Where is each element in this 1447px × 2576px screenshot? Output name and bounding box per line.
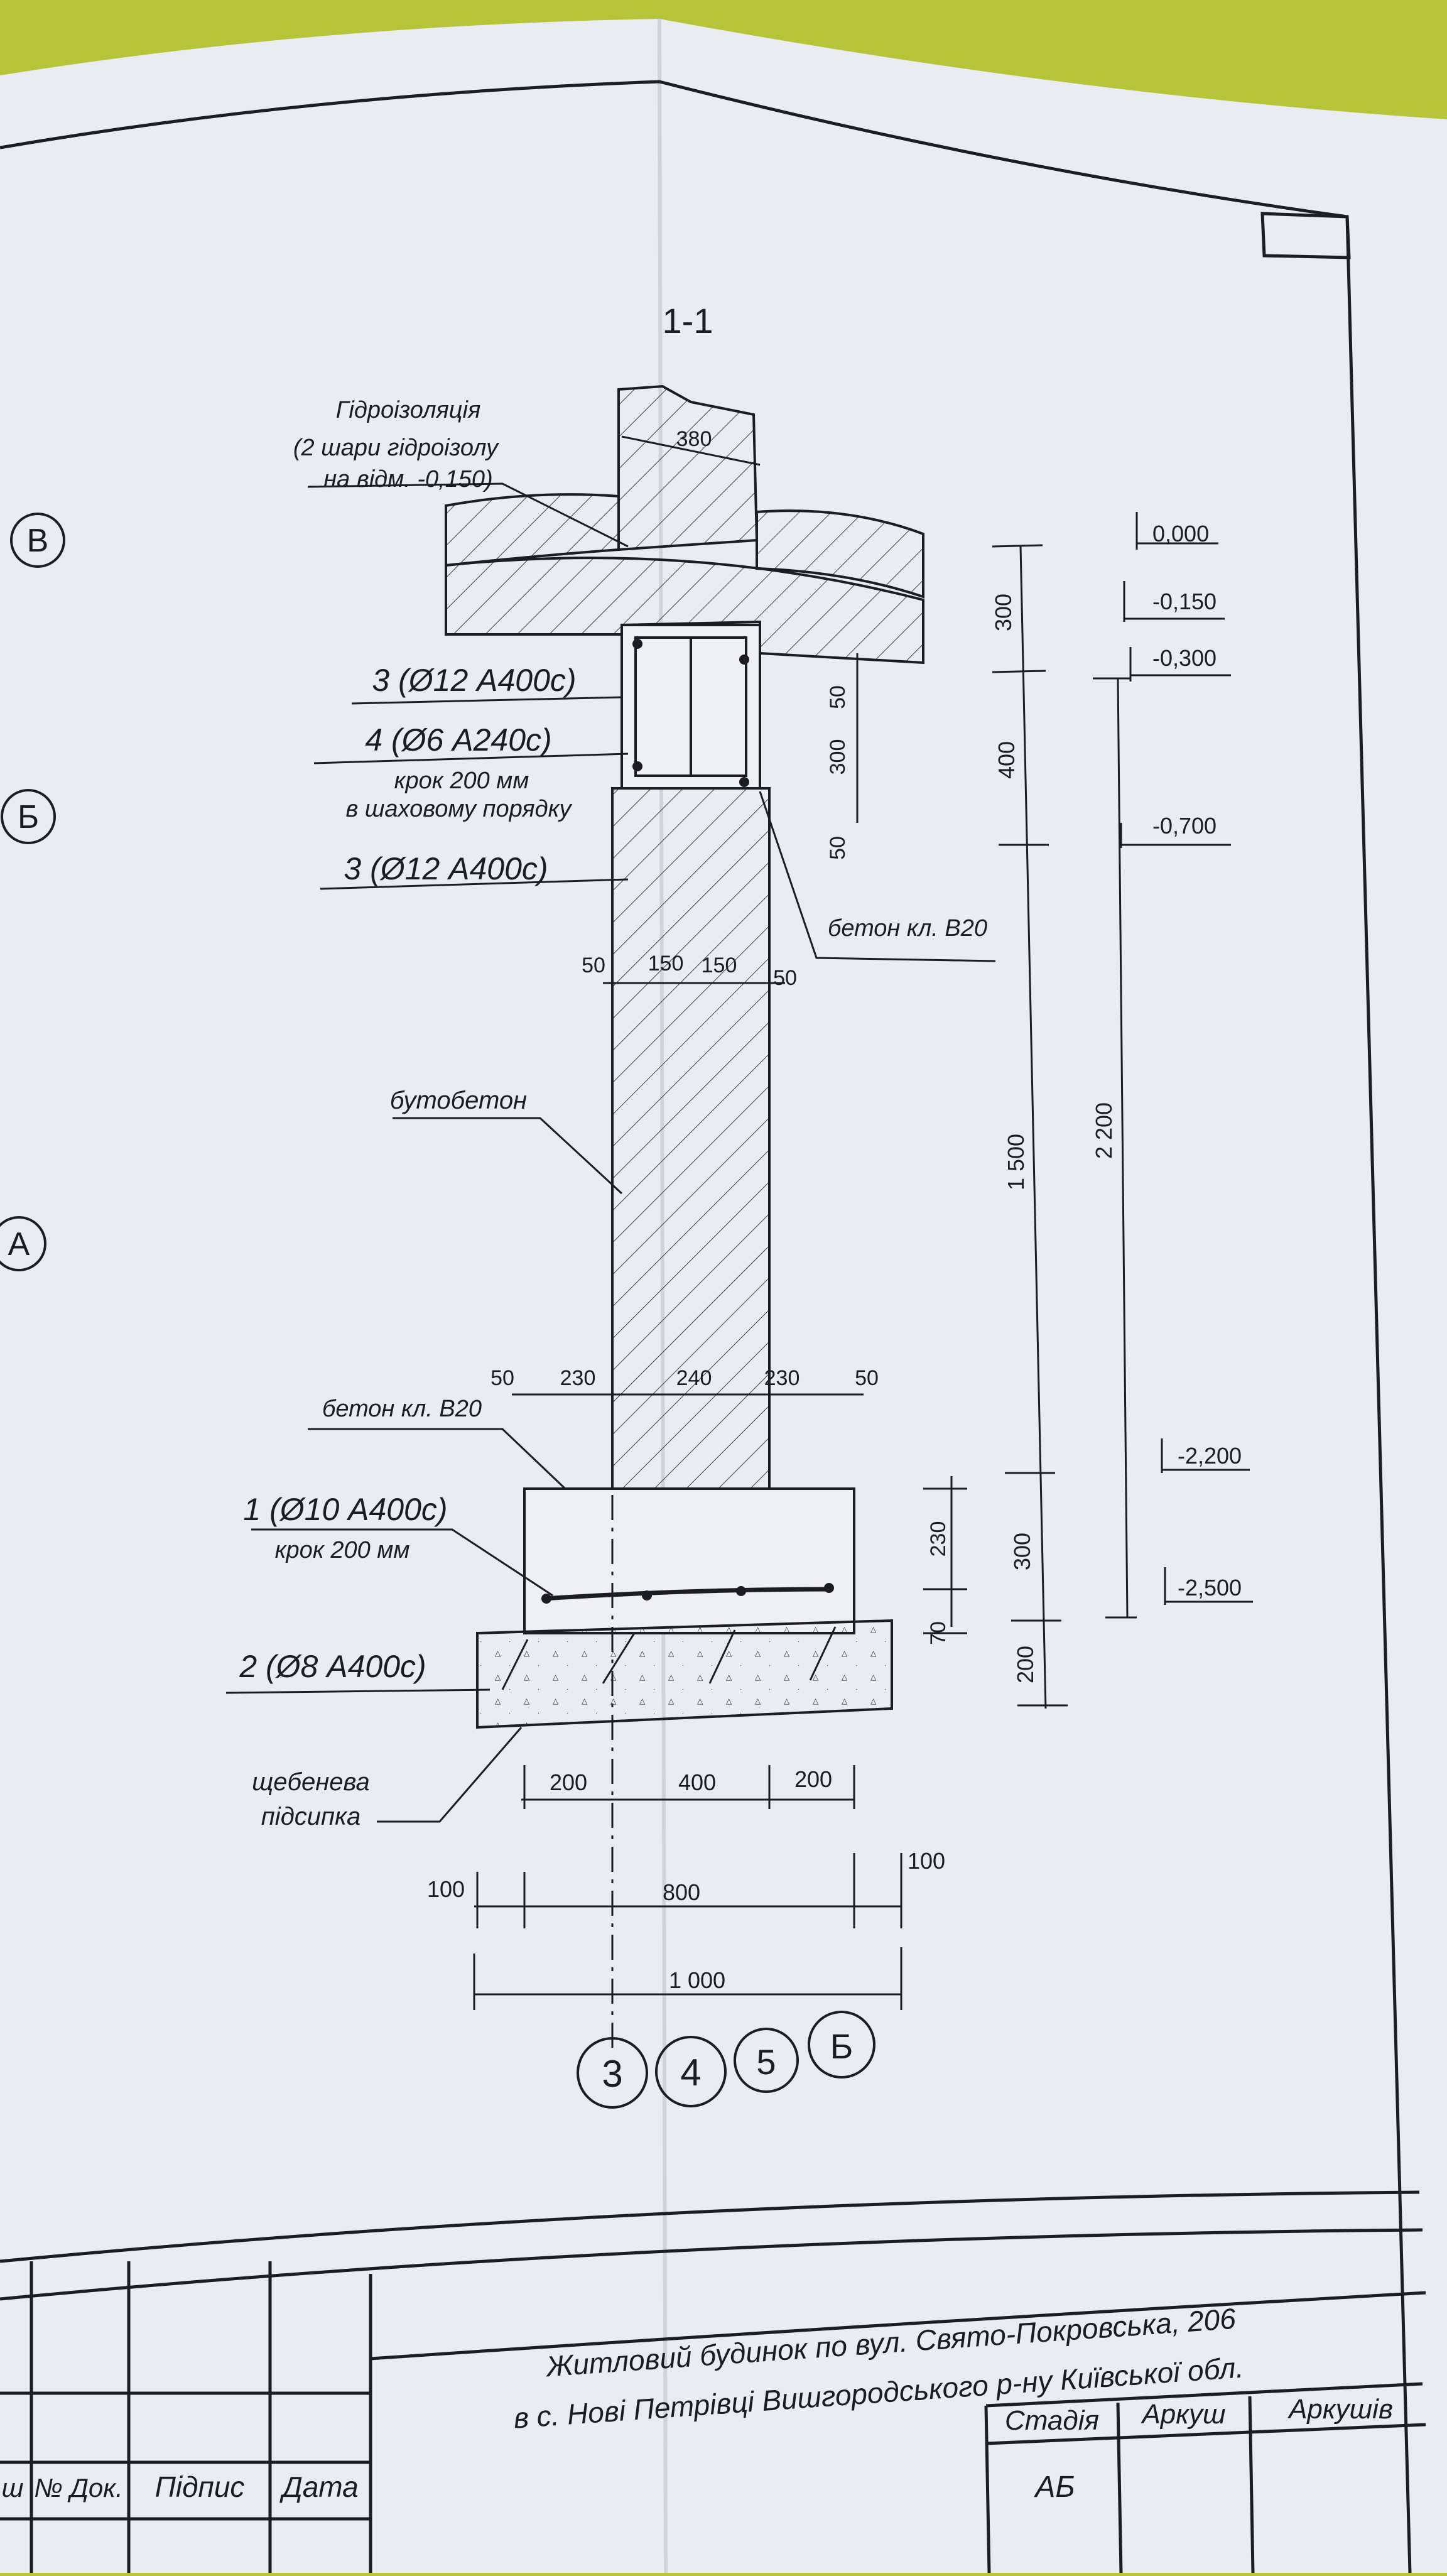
ground-line bbox=[445, 557, 924, 665]
dim-total-width: 1 000 bbox=[669, 1967, 725, 1993]
dim-chain-a: 300 400 1 500 300 200 bbox=[990, 594, 1038, 1683]
col-date: Дата bbox=[279, 2470, 358, 2503]
svg-text:А: А bbox=[8, 1226, 30, 1263]
callout-rebar-3-top: 3 (Ø12 А400с) bbox=[372, 663, 576, 698]
callout-leaders bbox=[225, 482, 996, 1823]
callout-rebar-1: 1 (Ø10 А400с) bbox=[243, 1492, 447, 1527]
col-signature: Підпис bbox=[155, 2470, 245, 2503]
gravel-bed bbox=[476, 1619, 893, 1729]
svg-text:300: 300 bbox=[1009, 1533, 1035, 1570]
svg-text:240: 240 bbox=[676, 1366, 712, 1390]
header-stage: Стадія bbox=[1005, 2405, 1099, 2436]
svg-text:200: 200 bbox=[1012, 1646, 1038, 1683]
col-sheet: ш bbox=[2, 2473, 24, 2503]
svg-text:50: 50 bbox=[855, 1366, 879, 1390]
level-marks: 0,000 -0,150 -0,300 -0,700 -2,200 -2,500 bbox=[1152, 521, 1242, 1600]
svg-text:(2 шари гідроізолу: (2 шари гідроізолу bbox=[293, 435, 499, 461]
callout-rebar-1-step: крок 200 мм bbox=[275, 1537, 410, 1563]
svg-text:Б: Б bbox=[18, 799, 39, 835]
dim-base-horizontal: 100 800 100 bbox=[427, 1848, 945, 1905]
svg-text:підсипка: підсипка bbox=[261, 1803, 360, 1830]
svg-text:Б: Б bbox=[830, 2026, 854, 2066]
header-sheets: Аркушів bbox=[1287, 2394, 1393, 2425]
svg-text:230: 230 bbox=[560, 1366, 596, 1390]
level-2200: -2,200 bbox=[1178, 1443, 1242, 1469]
header-sheet: Аркуш bbox=[1140, 2399, 1225, 2430]
svg-text:щебенева: щебенева bbox=[252, 1768, 370, 1796]
callout-waterproofing: Гідроізоляція (2 шари гідроізолу на відм… bbox=[293, 397, 499, 492]
callout-gravel: щебенева підсипка bbox=[252, 1768, 370, 1830]
title-block bbox=[0, 2190, 1426, 2573]
level-0300: -0,300 bbox=[1152, 645, 1217, 671]
svg-text:150: 150 bbox=[648, 952, 684, 976]
svg-text:50: 50 bbox=[826, 685, 850, 709]
svg-text:800: 800 bbox=[663, 1879, 700, 1905]
svg-text:150: 150 bbox=[702, 954, 737, 977]
axis-mark-b: Б bbox=[1, 789, 56, 844]
svg-text:4: 4 bbox=[680, 2052, 701, 2094]
callout-rebar-3-bottom: 3 (Ø12 А400с) bbox=[344, 851, 548, 886]
svg-text:230: 230 bbox=[764, 1366, 800, 1390]
svg-text:300: 300 bbox=[990, 594, 1016, 631]
svg-text:230: 230 bbox=[926, 1521, 950, 1557]
svg-text:100: 100 bbox=[908, 1848, 945, 1874]
callout-rubble-concrete: бутобетон bbox=[390, 1087, 527, 1114]
svg-text:300: 300 bbox=[826, 739, 850, 775]
svg-text:50: 50 bbox=[773, 966, 797, 990]
floor-slab bbox=[445, 493, 924, 599]
wall-section bbox=[617, 384, 759, 552]
level-0150: -0,150 bbox=[1152, 589, 1217, 614]
axis-bubbles-bottom: 3 4 5 Б bbox=[577, 2011, 875, 2109]
vertical-dimension-lines bbox=[856, 544, 1137, 1709]
col-doc-no: № Док. bbox=[34, 2473, 123, 2503]
axis-mark-a: А bbox=[0, 1216, 46, 1271]
horizontal-dimension-lines bbox=[473, 435, 902, 2010]
dim-chain-b: 2 200 bbox=[1091, 1102, 1117, 1159]
svg-text:200: 200 bbox=[794, 1766, 832, 1792]
level-2500: -2,500 bbox=[1178, 1575, 1242, 1600]
svg-text:50: 50 bbox=[582, 954, 605, 977]
svg-text:В: В bbox=[27, 523, 49, 559]
callout-concrete-bottom: бетон кл. В20 bbox=[322, 1396, 482, 1422]
drawing-frame bbox=[0, 80, 1412, 2573]
svg-text:400: 400 bbox=[994, 741, 1019, 779]
section-title: 1-1 bbox=[663, 301, 713, 340]
concrete-footing bbox=[523, 1487, 855, 1634]
level-0000: 0,000 bbox=[1152, 521, 1209, 546]
svg-text:5: 5 bbox=[756, 2042, 776, 2082]
svg-text:3: 3 bbox=[602, 2053, 622, 2095]
reinforced-belt bbox=[621, 624, 761, 790]
dim-wall-width: 380 bbox=[676, 427, 712, 451]
dim-belt-vertical: 50 300 50 bbox=[826, 685, 850, 860]
level-0700: -0,700 bbox=[1152, 813, 1217, 839]
svg-text:400: 400 bbox=[678, 1769, 716, 1795]
callout-concrete-top: бетон кл. В20 bbox=[828, 915, 987, 942]
svg-text:50: 50 bbox=[490, 1366, 514, 1390]
svg-text:1 500: 1 500 bbox=[1003, 1134, 1029, 1190]
svg-text:100: 100 bbox=[427, 1876, 465, 1902]
dim-gravel-horizontal: 200 400 200 bbox=[550, 1766, 832, 1795]
svg-text:70: 70 bbox=[926, 1621, 950, 1645]
svg-text:50: 50 bbox=[826, 836, 850, 860]
axis-mark-v: В bbox=[10, 513, 65, 568]
callout-rebar-4: 4 (Ø6 А240с) bbox=[365, 722, 551, 758]
callout-rebar-4-step: крок 200 мм bbox=[394, 768, 529, 794]
dim-column-horizontal: 50 150 150 50 bbox=[582, 952, 797, 990]
dim-footing-vertical: 230 70 bbox=[926, 1521, 950, 1645]
svg-text:на відм. -0,150): на відм. -0,150) bbox=[323, 466, 492, 492]
stage-value: АБ bbox=[1033, 2470, 1075, 2504]
callout-rebar-4-pattern: в шаховому порядку bbox=[345, 796, 572, 822]
callout-rebar-2: 2 (Ø8 А400с) bbox=[239, 1649, 426, 1684]
svg-text:Гідроізоляція: Гідроізоляція bbox=[336, 397, 481, 423]
svg-text:200: 200 bbox=[550, 1769, 587, 1795]
dim-footing-horizontal: 50 230 240 230 50 bbox=[490, 1366, 879, 1390]
level-leaders bbox=[1120, 512, 1253, 1605]
